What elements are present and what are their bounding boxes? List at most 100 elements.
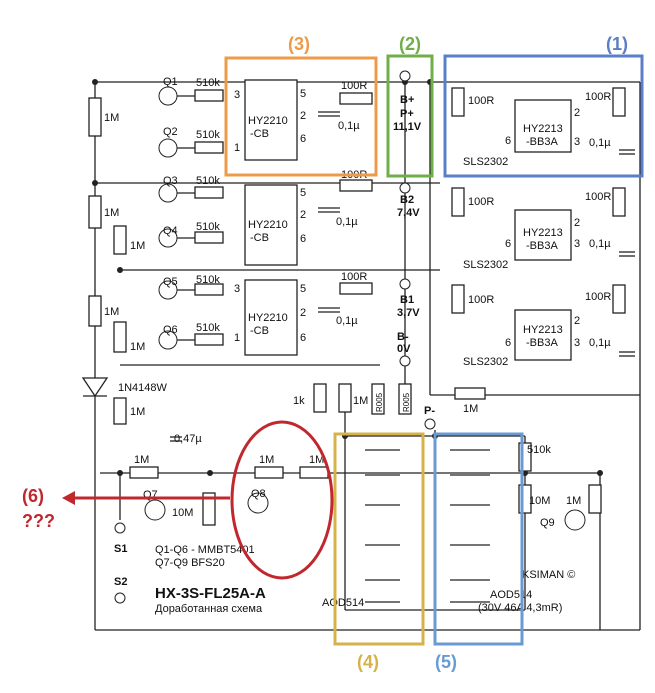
resistor-1m-lower-2 [254, 466, 284, 479]
svg-text:0,1µ: 0,1µ [589, 238, 611, 250]
svg-text:SLS2302: SLS2302 [463, 156, 508, 168]
callout-6-question: ??? [22, 511, 55, 531]
r1m-lower-1-label: 1M [134, 454, 149, 466]
svg-text:0,1µ: 0,1µ [589, 137, 611, 149]
resistor-1m-left-4-label: 1M [104, 306, 119, 318]
resistor-1m-left-1 [88, 97, 102, 137]
cap-a3-label: 0,1µ [336, 315, 358, 327]
q3-label: Q3 [163, 175, 178, 187]
r005-1-label: R005 [375, 392, 384, 412]
svg-text:2: 2 [300, 110, 306, 122]
callout-arrowhead-6 [62, 491, 75, 505]
r1m-right-label: 1M [566, 495, 581, 507]
hy2213-block-1: 100R HY2213 -BB3A 6 2 3 100R 0,1µ SLS230… [451, 87, 635, 168]
transistor-q6: Q6 [158, 324, 195, 350]
note-q16: Q1-Q6 - MMBT5401 [155, 544, 255, 556]
callout-box-3 [224, 56, 378, 177]
mosfet-array-right [450, 449, 490, 603]
resistor-1m-left-6 [113, 397, 127, 425]
svg-text:6: 6 [300, 332, 306, 344]
resistor-1m-left-1-label: 1M [104, 112, 119, 124]
r100r-a3-label: 100R [341, 271, 367, 283]
resistor-1m-mid [338, 383, 352, 413]
svg-text:B2: B2 [400, 194, 414, 206]
callout-5-label: (5) [435, 652, 457, 672]
svg-text:P+: P+ [400, 108, 414, 120]
diode-symbol [81, 377, 109, 398]
callout-box-2 [386, 54, 434, 178]
terminal-b2: B2 7,4V [397, 182, 420, 219]
callout-1-label: (1) [606, 34, 628, 54]
wiring [92, 79, 641, 631]
resistor-1m-right [588, 484, 602, 514]
svg-text:S2: S2 [114, 576, 127, 588]
svg-text:HY2210: HY2210 [248, 219, 288, 231]
r1m-lower-2-label: 1M [259, 454, 274, 466]
svg-text:-CB: -CB [250, 128, 269, 140]
svg-text:2: 2 [574, 315, 580, 327]
terminal-s2: S2 [114, 576, 127, 604]
transistor-q2: Q2 [158, 126, 195, 158]
r510k-4-label: 510k [196, 221, 220, 233]
r510k-6-label: 510k [196, 322, 220, 334]
resistor-1m-lower-1 [129, 466, 159, 479]
cap-047-label: 0,47µ [174, 433, 202, 445]
svg-text:B-: B- [397, 331, 409, 343]
transistor-q9: Q9 [540, 509, 586, 531]
r1k-label: 1k [293, 395, 305, 407]
svg-text:6: 6 [300, 133, 306, 145]
svg-text:5: 5 [300, 283, 306, 295]
svg-text:Q8: Q8 [251, 488, 266, 500]
r100r-a1-label: 100R [341, 80, 367, 92]
svg-text:3,7V: 3,7V [397, 307, 420, 319]
board-subtitle: Доработанная схема [155, 603, 263, 615]
resistor-1m-left-5-label: 1M [130, 341, 145, 353]
r1m-pminus-label: 1M [463, 403, 478, 415]
terminal-s1: S1 [114, 522, 127, 555]
cap-a1-label: 0,1µ [338, 120, 360, 132]
hy2213-block-3: 100R HY2213 -BB3A 6 2 3 100R 0,1µ SLS230… [451, 284, 635, 368]
terminal-bplus: B+ P+ 11,1V [393, 70, 422, 133]
resistor-r005-2 [398, 383, 412, 415]
resistor-1m-left-3-label: 1M [130, 240, 145, 252]
resistor-100r-a1 [339, 92, 373, 105]
svg-text:HY2213: HY2213 [523, 123, 563, 135]
note-q79: Q7-Q9 BFS20 [155, 557, 225, 569]
resistor-510k-4 [194, 231, 224, 244]
svg-text:3: 3 [234, 283, 240, 295]
svg-text:2: 2 [574, 107, 580, 119]
svg-text:P-: P- [424, 405, 435, 417]
r1m-lower-3-label: 1M [309, 454, 324, 466]
callout-4-label: (4) [357, 652, 379, 672]
callout-2-label: (2) [399, 34, 421, 54]
svg-text:1: 1 [234, 142, 240, 154]
resistor-1m-left-4 [88, 295, 102, 327]
resistor-1m-lower-3 [299, 466, 329, 479]
callout-3-label: (3) [288, 34, 310, 54]
resistor-1k [313, 383, 327, 413]
callout-box-4 [333, 432, 425, 646]
resistor-510k-6 [194, 333, 224, 346]
author-label: KSIMAN © [522, 569, 575, 581]
svg-text:5: 5 [300, 88, 306, 100]
aod-spec-label: (30V 46A 4,3mR) [478, 602, 562, 614]
ic-hy2210-3: HY2210 -CB 3 1 5 2 6 [234, 279, 306, 356]
resistor-1m-left-2-label: 1M [104, 207, 119, 219]
svg-text:6: 6 [505, 238, 511, 250]
svg-text:0V: 0V [397, 343, 411, 355]
svg-text:1: 1 [234, 332, 240, 344]
svg-text:100R: 100R [585, 191, 611, 203]
callout-box-5 [433, 432, 524, 646]
r510k-2-label: 510k [196, 129, 220, 141]
svg-text:3: 3 [234, 89, 240, 101]
r10m-lower-label: 10M [172, 507, 193, 519]
q6-label: Q6 [163, 324, 178, 336]
q2-label: Q2 [163, 126, 178, 138]
terminal-b1: B1 3,7V [397, 278, 420, 319]
svg-text:HY2213: HY2213 [523, 227, 563, 239]
resistor-510k-5 [194, 283, 224, 296]
resistor-1m-left-5 [113, 321, 127, 353]
resistor-100r-a2 [339, 179, 373, 192]
callout-box-1 [443, 54, 644, 178]
